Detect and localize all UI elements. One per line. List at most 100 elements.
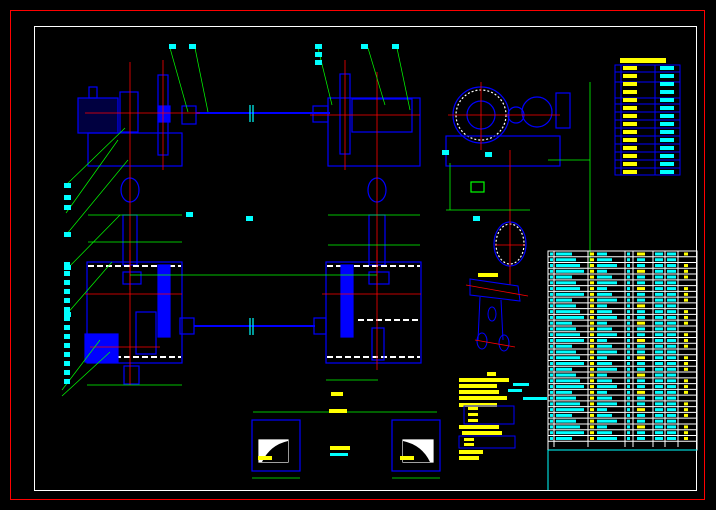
technical-notes: [458, 372, 547, 460]
hub: [181, 105, 197, 125]
parts-row-material: [637, 408, 645, 412]
hook-base: [122, 271, 142, 285]
parts-row-qty: [627, 425, 630, 429]
part-number-label: [442, 150, 449, 155]
parts-row-spec: [597, 350, 617, 354]
parts-row-remark: [684, 287, 688, 291]
parts-row-remark: [684, 252, 688, 256]
parts-row-qty: [627, 287, 630, 291]
parts-row-number: [550, 344, 553, 348]
parts-row-spec: [597, 356, 607, 360]
parts-row-number: [550, 413, 553, 417]
parts-row-code: [556, 264, 580, 268]
parts-row-code: [556, 350, 576, 354]
parts-row-total: [667, 396, 676, 400]
parts-row-code: [556, 321, 572, 325]
parts-row-material: [637, 413, 645, 417]
parts-row-qty: [627, 385, 630, 389]
parts-row-number: [550, 281, 553, 285]
plan-gearbox: [135, 311, 157, 355]
parts-row-number: [550, 292, 553, 296]
plan-drum-left: [157, 264, 171, 338]
parts-row-material: [637, 425, 645, 429]
parts-row-code: [556, 390, 572, 394]
parts-row-weight: [655, 390, 663, 394]
parts-row-number: [550, 258, 553, 262]
parts-row-spec: [597, 344, 612, 348]
parts-row-number: [550, 419, 553, 423]
parts-row-weight: [655, 287, 663, 291]
spec-table-cell: [623, 114, 637, 118]
parts-row-weight: [655, 385, 663, 389]
parts-row-number: [550, 350, 553, 354]
parts-row-spec: [597, 292, 612, 296]
view-title-label: [331, 392, 343, 396]
parts-row-qty: [627, 390, 630, 394]
coupling: [157, 105, 171, 123]
leader-line: [367, 47, 386, 106]
part-number-label: [473, 216, 480, 221]
spec-table-value: [660, 138, 674, 142]
parts-row-remark: [684, 269, 688, 273]
parts-row-remark: [684, 310, 688, 314]
parts-row-name: [590, 390, 594, 394]
parts-row-name: [590, 402, 594, 406]
spec-table-value: [660, 154, 674, 158]
parts-row-spec: [597, 436, 617, 440]
parts-row-code: [556, 269, 584, 273]
spec-table-cell: [623, 106, 637, 110]
parts-row-material: [637, 292, 645, 296]
parts-row-weight: [655, 275, 663, 279]
parts-row-total: [667, 408, 676, 412]
note-table-cell: [468, 413, 478, 416]
part-number-label: [64, 370, 70, 375]
part-number-label: [64, 271, 70, 276]
spec-table-value: [660, 74, 674, 78]
leader-line: [317, 47, 333, 106]
note-table-cell: [464, 443, 474, 446]
parts-row-name: [590, 258, 594, 262]
parts-row-number: [550, 379, 553, 383]
parts-row-material: [637, 327, 645, 331]
parts-row-total: [667, 304, 676, 308]
parts-row-name: [590, 362, 594, 366]
parts-row-total: [667, 258, 676, 262]
parts-row-name: [590, 367, 594, 371]
parts-row-total: [667, 287, 676, 291]
part-number-label: [64, 307, 70, 312]
parts-row-qty: [627, 281, 630, 285]
parts-row-spec: [597, 310, 612, 314]
part-number-label: [189, 44, 196, 49]
parts-row-number: [550, 338, 553, 342]
parts-row-spec: [597, 298, 617, 302]
parts-row-weight: [655, 419, 663, 423]
parts-row-qty: [627, 252, 630, 256]
parts-row-code: [556, 275, 572, 279]
annotation-labels: [64, 44, 498, 460]
parts-row-remark: [684, 344, 688, 348]
parts-row-material: [637, 287, 645, 291]
parts-row-qty: [627, 333, 630, 337]
parts-row-qty: [627, 419, 630, 423]
dimension-lines: [87, 82, 591, 479]
view-title-label: [329, 409, 347, 413]
leader-lines: [61, 47, 411, 397]
parts-row-name: [590, 431, 594, 435]
plan-hook-right: [371, 327, 385, 361]
note-table-2: [458, 435, 516, 449]
parts-row-code: [556, 373, 576, 377]
spec-table-value: [660, 122, 674, 126]
note-line: [459, 384, 497, 388]
parts-row-total: [667, 367, 676, 371]
parts-row-weight: [655, 431, 663, 435]
parts-row-total: [667, 419, 676, 423]
spec-table-value: [660, 82, 674, 86]
spec-table-value: [660, 90, 674, 94]
spec-table-cell: [623, 154, 637, 158]
parts-row-material: [637, 390, 645, 394]
reducer-gear: [521, 96, 553, 128]
note-line: [459, 396, 507, 400]
note-line: [459, 425, 499, 429]
